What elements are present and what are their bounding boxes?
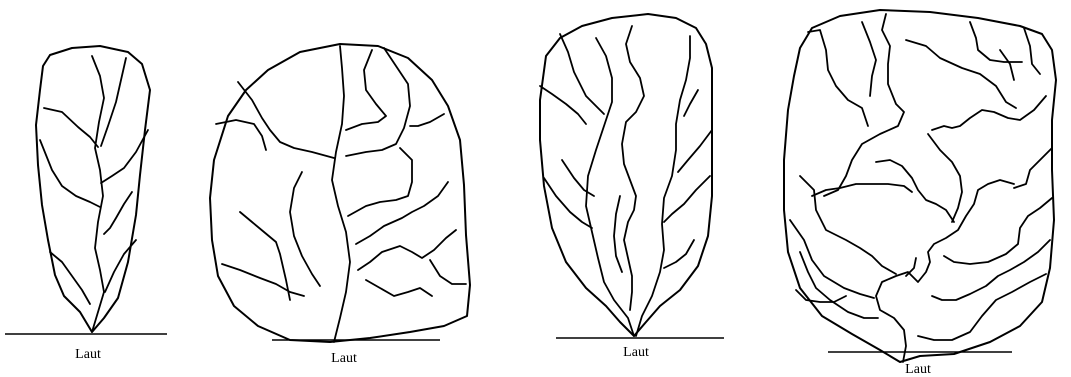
basin-2: Laut	[210, 44, 470, 366]
basin-4-tributary	[824, 14, 904, 196]
basin-4-tributary	[808, 30, 868, 126]
basin-3-tributary	[678, 130, 712, 172]
basin-2-tributary	[356, 182, 448, 244]
basin-4-sea-label: Laut	[905, 362, 931, 377]
basin-4-tributary	[932, 96, 1046, 130]
basin-2-tributary	[290, 172, 320, 286]
basin-3: Laut	[540, 14, 724, 360]
basin-4-tributary	[970, 22, 1022, 62]
basin-2-outline	[210, 44, 470, 342]
basin-2-tributary	[216, 120, 266, 150]
basin-3-tributary	[614, 196, 622, 272]
basin-2-tributary	[410, 114, 444, 126]
basin-3-tributary	[684, 90, 698, 116]
basin-3-main-channel-east	[636, 36, 690, 336]
basin-1: Laut	[5, 46, 167, 362]
basin-1-main-channel	[92, 56, 104, 332]
basin-3-outline	[540, 14, 712, 336]
basin-1-sea-label: Laut	[75, 347, 101, 362]
basin-1-outline	[36, 46, 150, 332]
basin-4: Laut	[784, 10, 1056, 377]
basin-3-tributary	[664, 176, 710, 222]
basin-3-main-channel-west	[586, 38, 634, 336]
basin-3-tributary	[562, 160, 594, 196]
basin-4-tributary	[918, 274, 1046, 340]
basin-2-tributary	[430, 260, 466, 284]
basin-2-tributary	[222, 264, 304, 296]
basin-2-tributary	[346, 50, 386, 130]
basin-4-tributary	[1000, 50, 1014, 80]
basin-2-main-channel	[332, 46, 350, 342]
basin-4-tributary	[1014, 148, 1052, 188]
basin-3-tributary	[560, 34, 604, 114]
basin-4-tributary	[876, 160, 954, 222]
basin-4-tributary	[1024, 28, 1040, 74]
basin-4-main-channel	[876, 180, 1014, 362]
basin-3-tributary	[664, 240, 694, 268]
basin-1-tributary	[44, 108, 98, 147]
basin-1-tributary	[40, 140, 100, 207]
basin-2-tributary	[366, 280, 432, 296]
basin-1-tributary	[101, 58, 126, 146]
basin-4-tributary	[800, 176, 896, 274]
basin-1-tributary	[104, 192, 132, 234]
basin-4-tributary	[906, 258, 916, 276]
basin-2-sea-label: Laut	[331, 351, 357, 366]
basin-4-tributary	[932, 240, 1050, 300]
basin-2-tributary	[358, 230, 456, 270]
basin-3-sea-label: Laut	[623, 345, 649, 360]
basin-3-tributary	[540, 86, 586, 124]
basin-2-tributary	[238, 82, 334, 158]
basin-3-tributary	[622, 26, 644, 310]
basin-4-tributary	[862, 22, 876, 96]
basin-2-tributary	[346, 48, 410, 156]
basin-2-tributary	[348, 148, 412, 216]
